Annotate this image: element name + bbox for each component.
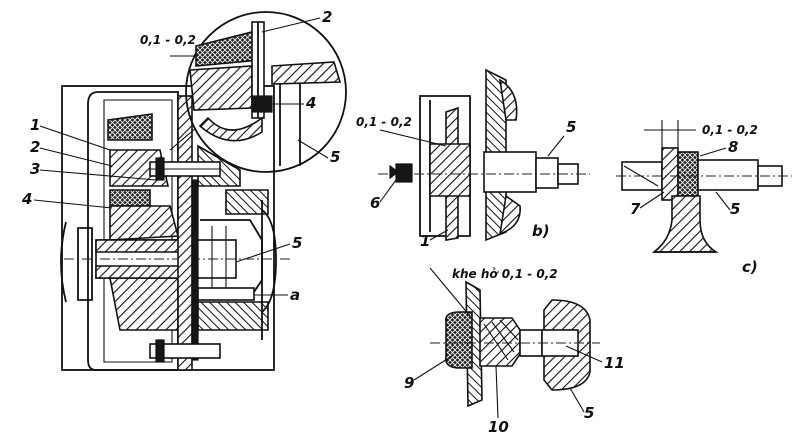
detail-label-4: 4 xyxy=(305,94,316,112)
view-c: 0,1 - 0,2 8 7 5 c) xyxy=(616,120,792,276)
label-4: 4 xyxy=(21,190,32,208)
view-d-label-5: 5 xyxy=(584,404,594,422)
view-d-label-11: 11 xyxy=(604,354,625,372)
label-1: 1 xyxy=(30,116,40,134)
view-c-caption: c) xyxy=(742,258,758,276)
label-3: 3 xyxy=(30,160,40,178)
view-c-label-8: 8 xyxy=(728,138,738,156)
view-b-clearance-text: 0,1 - 0,2 xyxy=(356,115,412,129)
detail-label-2: 2 xyxy=(322,8,332,26)
view-b-caption: b) xyxy=(532,222,550,240)
detail-label-5: 5 xyxy=(330,148,340,166)
view-b: 0,1 - 0,2 5 6 1 b) xyxy=(356,68,590,250)
view-c-clearance-text: 0,1 - 0,2 xyxy=(702,123,758,137)
main-labels: 1 2 3 4 5 a 2 4 5 0,1 - 0,2 xyxy=(21,8,340,304)
view-c-label-5: 5 xyxy=(730,200,740,218)
label-5: 5 xyxy=(292,234,302,252)
view-d-label-10: 10 xyxy=(488,418,509,436)
label-2: 2 xyxy=(30,138,40,156)
view-d-clearance-text: khe hở 0,1 - 0,2 xyxy=(452,267,558,281)
view-d-label-9: 9 xyxy=(404,374,414,392)
detail-clearance-text: 0,1 - 0,2 xyxy=(140,33,196,47)
main-assembly-view xyxy=(60,85,290,371)
view-b-label-1: 1 xyxy=(420,232,430,250)
view-d: khe hở 0,1 - 0,2 9 10 11 5 xyxy=(404,267,625,436)
view-c-label-7: 7 xyxy=(630,200,641,218)
label-a: a xyxy=(290,286,300,304)
view-b-label-6: 6 xyxy=(370,194,380,212)
view-b-label-5: 5 xyxy=(566,118,576,136)
detail-magnifier xyxy=(169,11,347,173)
